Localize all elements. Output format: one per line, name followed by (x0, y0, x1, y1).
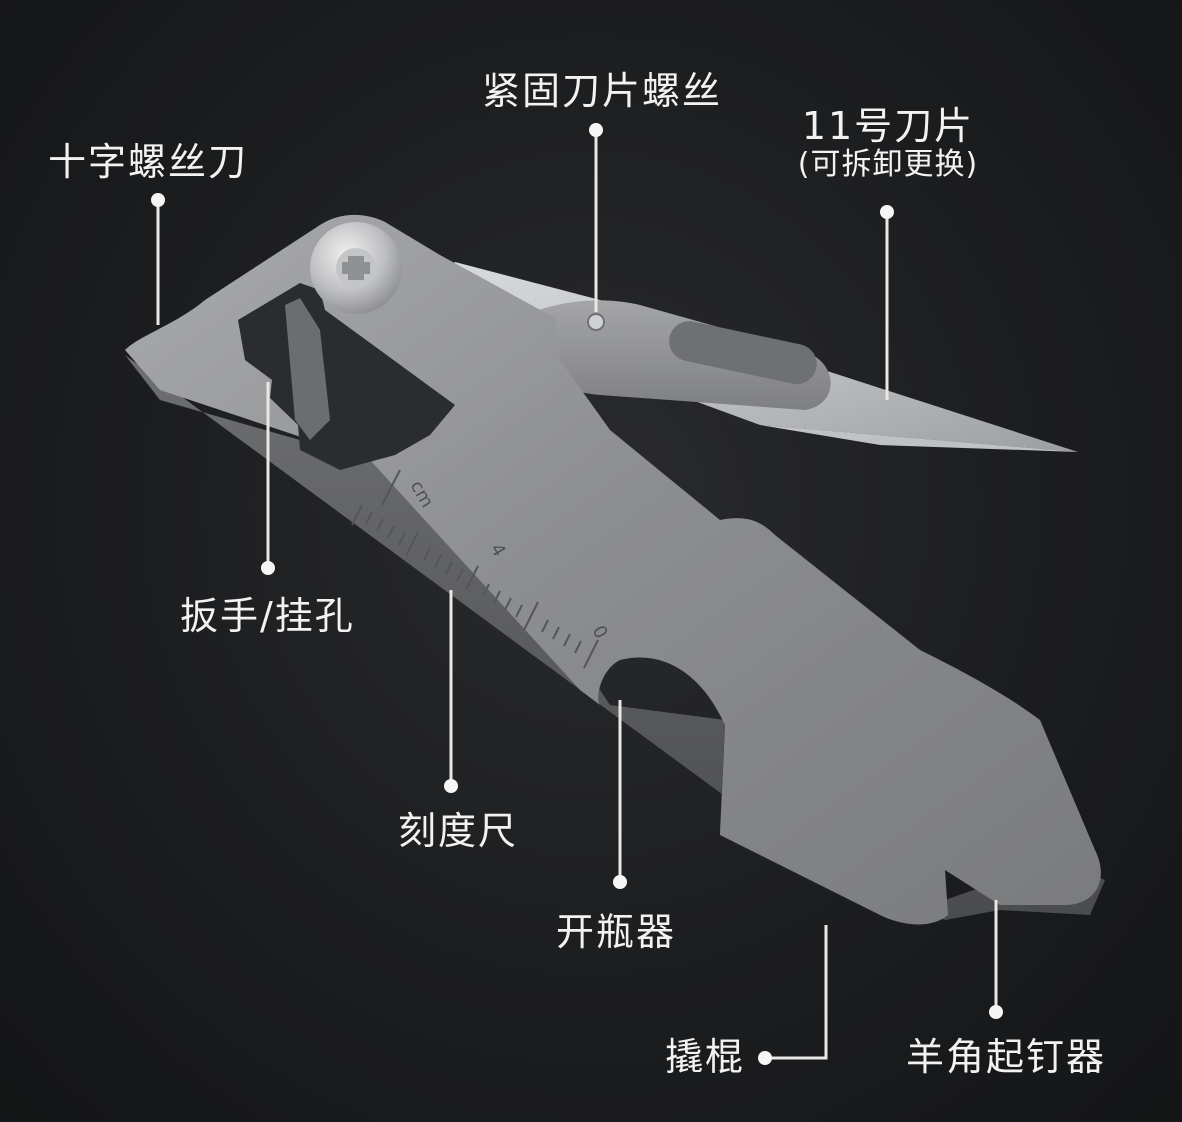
callout-dots (151, 123, 1003, 1065)
label-phillips-driver: 十字螺丝刀 (48, 140, 249, 184)
dot-nail (989, 1005, 1003, 1019)
inner-wall (285, 298, 330, 440)
dot-blade (880, 205, 894, 219)
dot-phillips (151, 193, 165, 207)
dot-wrench (261, 561, 275, 575)
handle-slot (669, 321, 817, 385)
blade-handle-arm (500, 300, 831, 410)
label-wrench-hole: 扳手/挂孔 (180, 594, 355, 638)
label-blade-title: 11号刀片 (801, 104, 975, 148)
ruler-ticks (351, 469, 599, 669)
blade-screw (587, 313, 605, 331)
label-ruler: 刻度尺 (398, 809, 519, 853)
dot-opener (613, 875, 627, 889)
label-pry-bar: 撬棍 (665, 1035, 746, 1079)
body-edge (125, 355, 1105, 920)
label-blade-screw: 紧固刀片螺丝 (482, 69, 723, 113)
callout-lines (156, 130, 998, 1060)
blade-edge (760, 425, 1078, 452)
label-blade-sub: (可拆卸更换) (797, 147, 979, 182)
label-bottle-opener: 开瓶器 (556, 910, 677, 954)
label-nail-puller: 羊角起钉器 (906, 1035, 1107, 1079)
dot-ruler (444, 779, 458, 793)
dot-blade-screw (589, 123, 603, 137)
dot-pry (758, 1051, 772, 1065)
